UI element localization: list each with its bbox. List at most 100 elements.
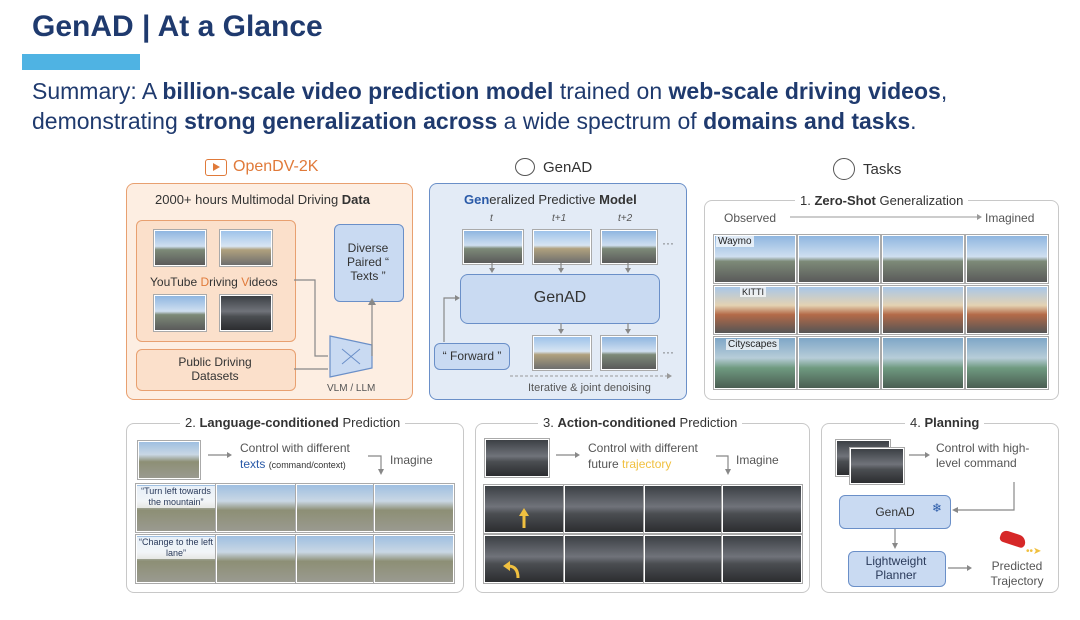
text: YouTube: [150, 275, 201, 289]
trajectory-dots: ••➤: [1026, 546, 1042, 557]
language-imagined-frame: [216, 484, 296, 532]
action-input-frame: [485, 439, 549, 477]
cityscapes-imagined: [966, 337, 1048, 389]
genad-header: GenAD: [515, 158, 592, 176]
diverse-texts-box: [334, 224, 404, 302]
text: V: [241, 275, 249, 289]
genad-core-label: GenAD: [533, 289, 587, 306]
genad-core-box: [460, 274, 660, 324]
play-icon: [205, 158, 227, 176]
input-frame: [601, 230, 657, 264]
row-label-kitti: KITTI: [740, 287, 766, 297]
vlm-label: VLM / LLM: [327, 383, 376, 394]
text: texts: [240, 457, 266, 471]
planning-genad-box: [839, 495, 951, 529]
summary-part: demonstrating: [32, 108, 185, 134]
opendv-title: OpenDV-2K: [233, 158, 319, 175]
title-accent-bar: [22, 54, 140, 70]
forward-box: [434, 343, 510, 370]
action-imagine-label: Imagine: [736, 453, 779, 467]
kitti-imagined: [882, 286, 964, 334]
page-title: GenAD | At a Glance: [32, 10, 323, 43]
text: Model: [599, 192, 637, 207]
language-imagined-frame: [216, 535, 296, 583]
action-imagined-frame: [644, 485, 722, 533]
output-frame: [601, 336, 657, 370]
video-thumb: [154, 295, 206, 331]
imagined-label: Imagined: [985, 211, 1035, 225]
text: Data: [341, 192, 370, 207]
tasks-title: Tasks: [863, 160, 902, 178]
summary-part: Summary: A: [32, 78, 163, 104]
predicted-trajectory-label: Predicted Trajectory: [990, 559, 1044, 588]
text: (command/context): [268, 460, 346, 470]
summary-part: ,: [940, 78, 948, 104]
opendv-header: OpenDV-2K: [205, 158, 318, 176]
video-thumb: [220, 295, 272, 331]
cityscapes-imagined: [798, 337, 880, 389]
summary-part: trained on: [553, 78, 669, 104]
globe-icon: [833, 158, 855, 180]
input-frame: [533, 230, 591, 264]
language-texts: texts (command/context): [240, 457, 346, 471]
text: future: [588, 457, 623, 471]
text: 2.: [185, 415, 200, 430]
summary-bold: strong generalization across: [184, 108, 498, 134]
video-thumb: [154, 230, 206, 266]
action-traj-frame: [484, 485, 564, 533]
planner-label: Lightweight Planner: [865, 554, 927, 582]
cityscapes-imagined: [882, 337, 964, 389]
waymo-imagined: [798, 235, 880, 283]
text: 2000+ hours Multimodal Driving: [155, 192, 342, 207]
input-frame: [463, 230, 523, 264]
action-control-text: Control with different: [588, 441, 698, 455]
language-title: 2. Language-conditioned Prediction: [180, 415, 406, 430]
observed-label: Observed: [724, 211, 777, 225]
text: eralized Predictive: [489, 192, 600, 207]
waymo-imagined: [882, 235, 964, 283]
public-datasets-box: [136, 349, 296, 391]
action-imagined-frame: [564, 535, 644, 583]
action-imagined-frame: [644, 535, 722, 583]
text: 4.: [910, 415, 925, 430]
summary-text: Summary: A billion-scale video predictio…: [32, 76, 1062, 136]
language-imagined-frame: [296, 535, 374, 583]
text: trajectory: [622, 457, 672, 471]
text: Planning: [924, 415, 980, 430]
language-caption-2: “Change to the left lane”: [137, 537, 215, 559]
text: D: [200, 275, 210, 289]
time-label: t: [490, 213, 493, 224]
tasks-header: Tasks: [833, 158, 901, 180]
planning-control-text: Control with high-level command: [936, 441, 1030, 470]
action-imagined-frame: [722, 485, 802, 533]
text: Zero-Shot: [814, 193, 876, 208]
iterative-label: Iterative & joint denoising: [528, 382, 651, 394]
text: Generalization: [875, 193, 964, 208]
time-label: t+1: [552, 213, 567, 224]
row-label-cityscapes: Cityscapes: [726, 339, 779, 350]
planning-input-frame: [850, 448, 904, 484]
opendv-data-title: 2000+ hours Multimodal Driving Data: [155, 192, 370, 207]
summary-bold: billion-scale video prediction model: [162, 78, 554, 104]
language-imagined-frame: [374, 484, 454, 532]
planner-box: [848, 551, 946, 587]
genad-title: GenAD: [543, 158, 593, 176]
brain-icon: [515, 158, 535, 176]
kitti-imagined: [966, 286, 1048, 334]
summary-bold: domains and tasks: [703, 108, 911, 134]
video-thumb: [220, 230, 272, 266]
text: Prediction: [338, 415, 401, 430]
language-control-text: Control with different: [240, 441, 350, 455]
text: Gen: [464, 192, 490, 207]
language-imagine-label: Imagine: [390, 453, 433, 467]
youtube-label: YouTube Driving Videos: [150, 275, 278, 289]
genad-model-title: Generalized Predictive Model: [464, 192, 637, 207]
text: 1.: [800, 193, 815, 208]
row-label-waymo: Waymo: [716, 236, 754, 247]
action-traj-frame: [484, 535, 564, 583]
kitti-imagined: [798, 286, 880, 334]
action-imagined-frame: [722, 535, 802, 583]
language-caption-1: “Turn left towards the mountain”: [137, 486, 215, 508]
text: Language-conditioned: [199, 415, 339, 430]
output-frame: [533, 336, 591, 370]
